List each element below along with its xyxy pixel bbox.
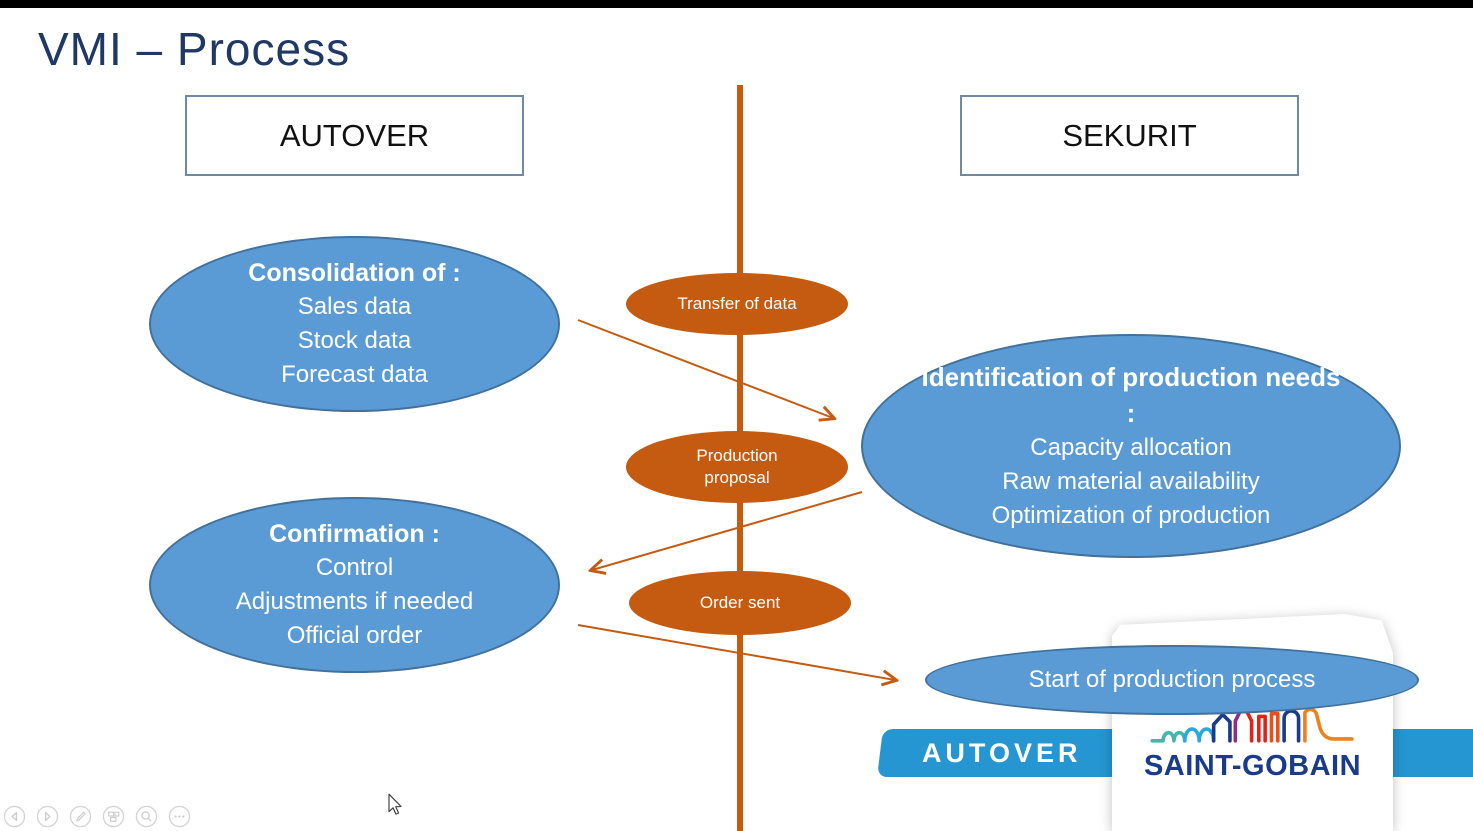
transfer-of-data-ellipse: Transfer of data [626,273,848,335]
see-all-slides-icon[interactable] [102,805,125,828]
consolidation-heading: Consolidation of : [248,259,461,287]
autover-brand-label: AUTOVER [921,737,1082,768]
start-of-production-label: Start of production process [1028,666,1316,693]
top-black-bar [0,0,1473,8]
autover-header-label: AUTOVER [279,117,430,153]
confirmation-ellipse: Confirmation : Control Adjustments if ne… [149,497,560,673]
identification-heading: Identification of production needs : [921,362,1341,428]
sekurit-header-box: SEKURIT [960,95,1299,176]
slide-title: VMI – Process [38,23,351,75]
consolidation-item: Forecast data [281,361,428,388]
zoom-icon[interactable] [135,805,158,828]
saint-gobain-wordmark: SAINT-GOBAIN [1143,750,1362,782]
confirmation-item: Adjustments if needed [235,588,474,615]
confirmation-item: Official order [286,622,423,649]
arrow-sekurit-to-autover [592,491,863,570]
next-slide-icon[interactable] [36,805,59,828]
order-sent-label: Order sent [699,593,781,612]
consolidation-item: Stock data [297,327,412,354]
identification-item: Optimization of production [991,502,1271,529]
transfer-of-data-label: Transfer of data [677,294,797,313]
identification-item: Capacity allocation [1030,434,1232,461]
more-options-icon[interactable] [168,805,191,828]
identification-item: Raw material availability [1002,468,1260,495]
production-proposal-ellipse: Production proposal [626,431,848,503]
sekurit-header-label: SEKURIT [1062,117,1197,153]
start-of-production-ellipse: Start of production process [925,645,1419,715]
mouse-cursor [388,793,402,815]
identification-ellipse: Identification of production needs : Cap… [861,334,1401,558]
autover-brand-banner: AUTOVER [877,729,1126,777]
slideshow-toolbar [3,805,191,828]
consolidation-item: Sales data [297,293,412,320]
order-sent-ellipse: Order sent [629,571,851,635]
brand-banner-right-segment [1393,729,1473,777]
arrow-autover-to-sekurit-1 [577,319,833,418]
confirmation-heading: Confirmation : [269,520,440,548]
previous-slide-icon[interactable] [3,805,26,828]
confirmation-item: Control [315,554,394,581]
autover-header-box: AUTOVER [185,95,524,176]
production-proposal-label: Production proposal [696,446,778,487]
pen-icon[interactable] [69,805,92,828]
consolidation-ellipse: Consolidation of : Sales data Stock data… [149,236,560,412]
